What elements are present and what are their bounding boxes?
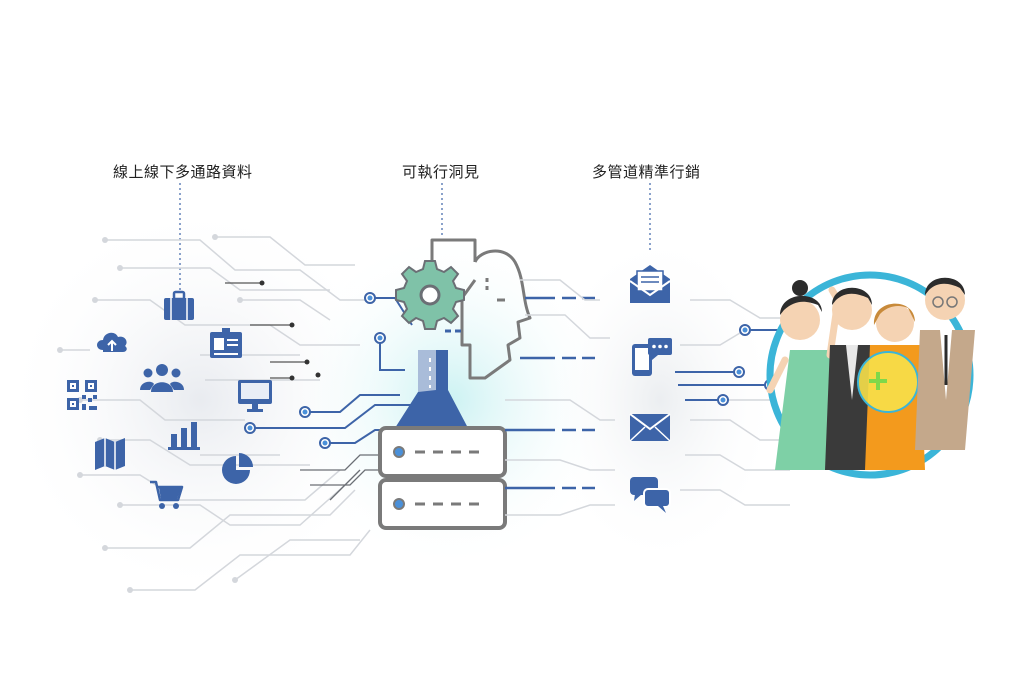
- users-icon: [140, 364, 184, 392]
- cloud-upload-icon: [97, 332, 127, 352]
- map-icon: [95, 438, 125, 470]
- customer-woman-green: [766, 280, 842, 470]
- gear-icon: [395, 260, 465, 330]
- center-traces: [300, 454, 380, 501]
- right-gray-traces: [505, 279, 790, 516]
- ai-head-icon: [430, 238, 532, 380]
- shopping-cart-icon: [150, 480, 184, 509]
- pie-chart-icon: [222, 453, 253, 484]
- monitor-icon: [238, 380, 272, 412]
- customers-illustration: [766, 271, 975, 479]
- label-data-sources: 線上線下多通路資料: [113, 163, 253, 181]
- qr-code-icon: [67, 380, 97, 410]
- briefcase-icon: [164, 290, 194, 320]
- server-stack-icon: [378, 426, 507, 530]
- customer-man-elder: [915, 277, 975, 450]
- left-dark-traces: [225, 282, 305, 379]
- id-card-icon: [210, 328, 242, 358]
- right-glow: [540, 230, 780, 570]
- email-open-icon: [629, 265, 671, 303]
- flask-icon: [395, 350, 468, 428]
- outgoing-lines: [505, 296, 595, 490]
- label-insights: 可執行洞見: [402, 163, 480, 181]
- label-marketing: 多管道精準行銷: [592, 163, 701, 181]
- chat-bubbles-icon: [630, 477, 671, 513]
- left-circuit-nodes: [57, 234, 243, 593]
- envelope-icon: [629, 413, 671, 442]
- mobile-chat-icon: [632, 338, 672, 376]
- bar-chart-icon: [168, 422, 200, 450]
